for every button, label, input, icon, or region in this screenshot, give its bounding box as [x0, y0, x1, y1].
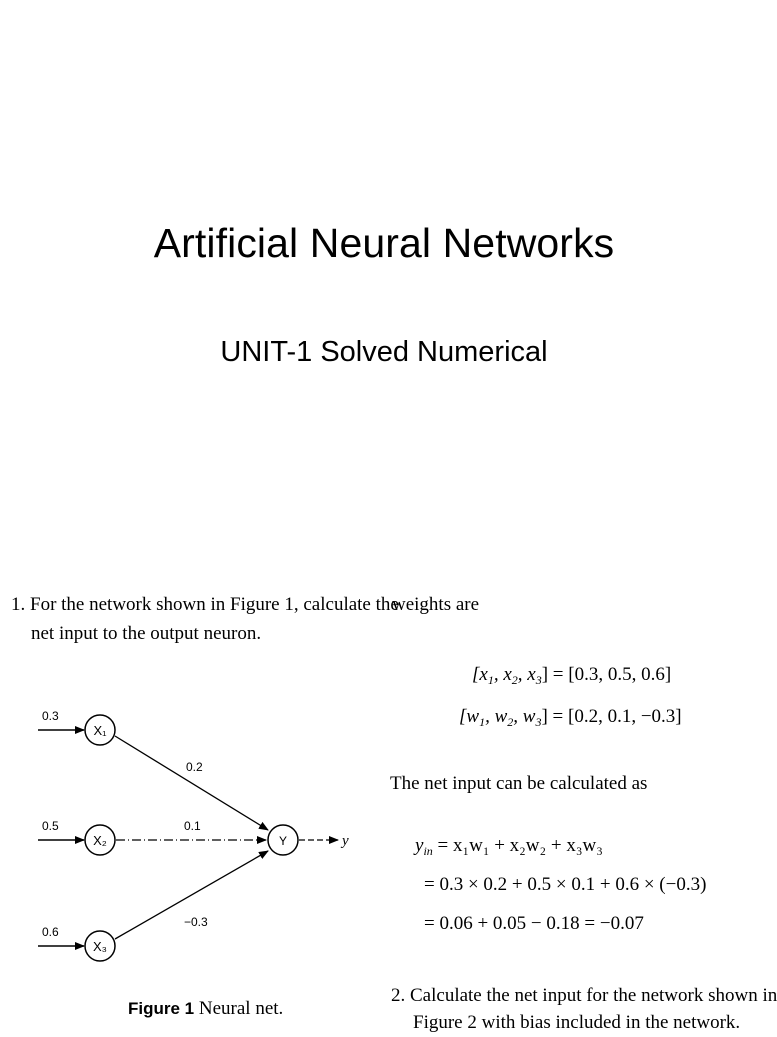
figure-caption-text: Neural net. [198, 998, 284, 1019]
net-input-result: = 0.06 + 0.05 − 0.18 = −0.07 [424, 913, 644, 934]
node-x1-label: X₁ [93, 723, 107, 738]
question-1-line-1: 1. For the network shown in Figure 1, ca… [11, 594, 399, 615]
net-input-intro: The net input can be calculated as [390, 773, 648, 794]
weight-label-3: −0.3 [184, 915, 208, 929]
net-input-formula-rhs: = x₁w₁ + x₂w₂ + x₃w₃ [437, 835, 603, 856]
weights-intro: weights are [392, 594, 480, 615]
connection-x1-y [114, 735, 269, 831]
connection-x3-y [114, 850, 269, 940]
slide-subtitle: UNIT-1 Solved Numerical [220, 336, 548, 368]
weight-label-1: 0.2 [186, 760, 203, 774]
input-vector-values: ] = [0.3, 0.5, 0.6] [541, 664, 672, 685]
weight-vector-values: ] = [0.2, 0.1, −0.3] [541, 706, 682, 727]
node-x3 [84, 930, 116, 962]
input-value-1: 0.3 [42, 709, 59, 723]
figure-caption: Figure 1 Neural net. [128, 998, 283, 1020]
neural-net-diagram: 0.3 0.5 0.6 X₁ X₂ X₃ 0.2 0.1 −0.3 Y y [38, 709, 349, 962]
node-x2 [84, 824, 116, 856]
slide-title: Artificial Neural Networks [153, 220, 615, 266]
weight-vector-equation: [w1, w2, w3] = [0.2, 0.1, −0.3] [459, 706, 682, 729]
question-2-line-1: 2. Calculate the net input for the netwo… [391, 985, 777, 1006]
node-y-label: Y [279, 834, 287, 848]
node-y [267, 824, 299, 856]
net-input-formula: yin = x₁w₁ + x₂w₂ + x₃w₃ [415, 835, 603, 858]
input-value-2: 0.5 [42, 819, 59, 833]
figure-caption-label: Figure 1 [128, 999, 195, 1018]
node-x2-label: X₂ [93, 833, 107, 848]
net-input-substitution: = 0.3 × 0.2 + 0.5 × 0.1 + 0.6 × (−0.3) [424, 874, 707, 895]
question-2-line-2: Figure 2 with bias included in the netwo… [413, 1012, 741, 1033]
node-x3-label: X₃ [93, 939, 107, 954]
output-label: y [340, 833, 349, 849]
weight-label-2: 0.1 [184, 819, 201, 833]
question-1: 1. For the network shown in Figure 1, ca… [11, 590, 399, 648]
node-x1 [84, 714, 116, 746]
input-value-3: 0.6 [42, 925, 59, 939]
input-vector-equation: [x1, x2, x3] = [0.3, 0.5, 0.6] [472, 664, 672, 687]
question-1-line-2: net input to the output neuron. [31, 623, 262, 644]
